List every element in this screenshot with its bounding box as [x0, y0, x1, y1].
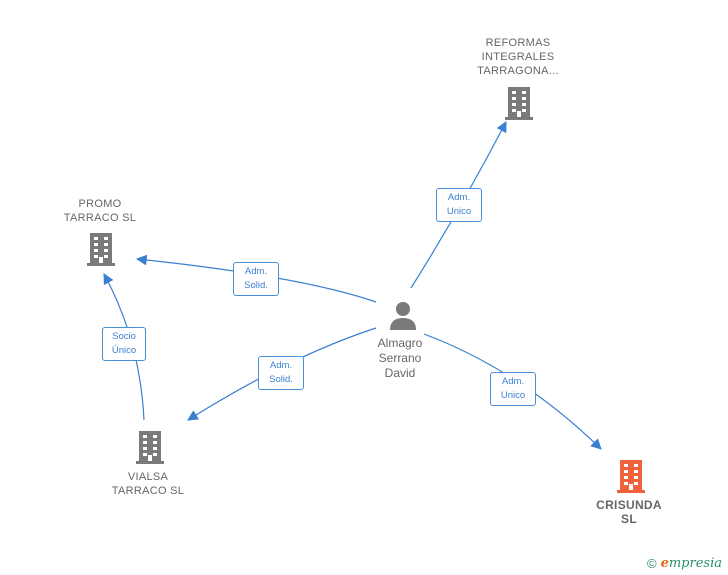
- node-label-crisunda[interactable]: CRISUNDA SL: [596, 498, 662, 526]
- building-icon[interactable]: [85, 231, 117, 267]
- edge-label-to-crisunda[interactable]: Adm. Unico: [490, 372, 536, 406]
- person-icon[interactable]: [387, 300, 419, 332]
- building-icon[interactable]: [615, 458, 647, 494]
- node-label-vialsa[interactable]: VIALSA TARRACO SL: [111, 471, 185, 497]
- building-icon[interactable]: [503, 85, 535, 121]
- copyright-icon: ©: [646, 556, 657, 571]
- edge-label-to-reformas[interactable]: Adm. Unico: [436, 188, 482, 222]
- edge-label-to-promo[interactable]: Adm. Solid.: [233, 262, 279, 296]
- brand-logo: empresia: [660, 556, 722, 571]
- edge-label-vialsa-promo[interactable]: Socio Único: [102, 327, 146, 361]
- edge-label-to-vialsa[interactable]: Adm. Solid.: [258, 356, 304, 390]
- node-label-promo[interactable]: PROMO TARRACO SL: [63, 198, 137, 224]
- watermark: © empresia: [647, 556, 722, 571]
- node-label-reformas[interactable]: REFORMAS INTEGRALES TARRAGONA...: [477, 37, 559, 77]
- node-label-person[interactable]: Almagro Serrano David: [377, 336, 423, 380]
- building-icon[interactable]: [134, 429, 166, 465]
